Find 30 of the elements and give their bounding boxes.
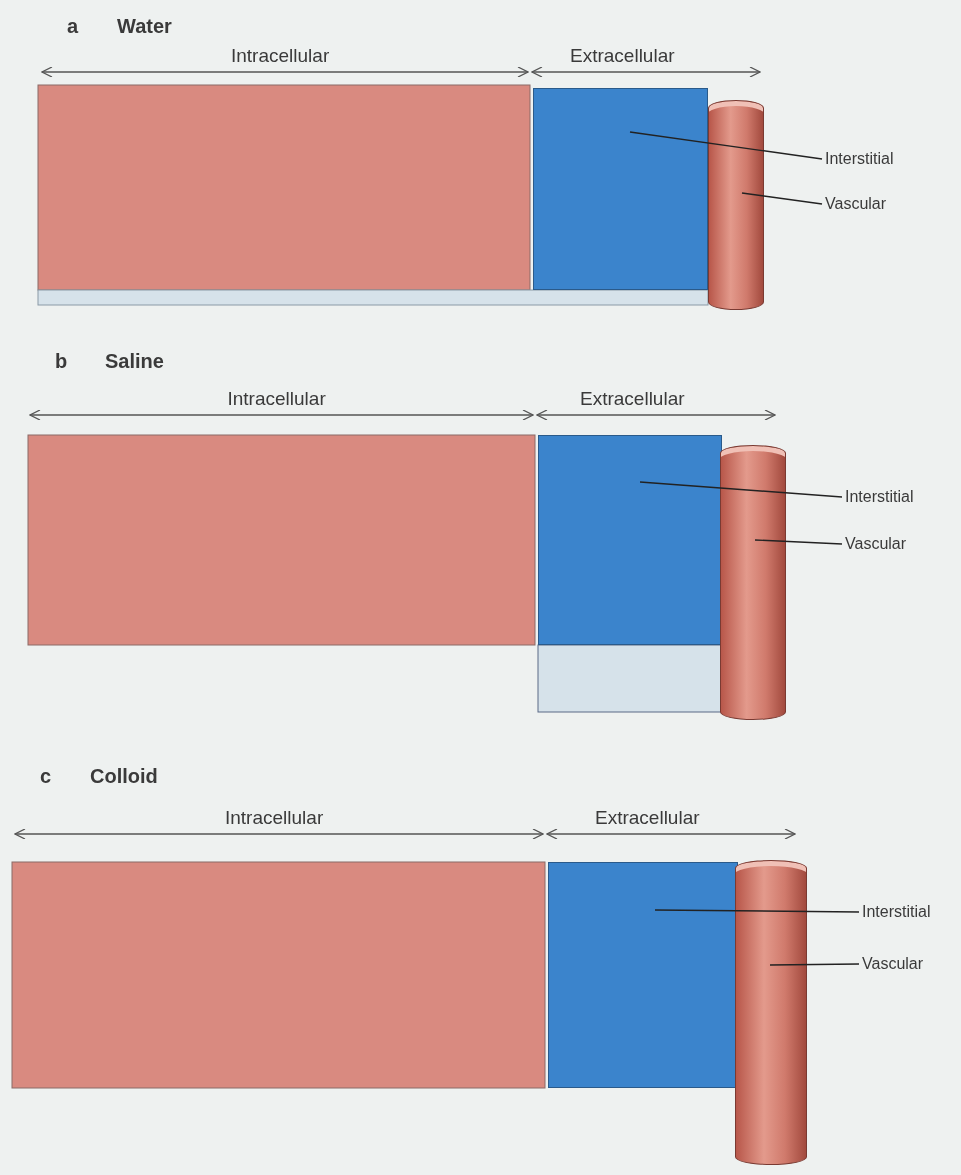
leader-line — [639, 481, 843, 498]
panel-letter: a — [67, 15, 79, 38]
panel-title: Colloid — [90, 765, 158, 788]
leader-line — [741, 192, 823, 205]
dimension-label: Intracellular — [227, 388, 326, 410]
dimension-label: Extracellular — [580, 388, 685, 410]
blood-vessel-drawing — [720, 445, 786, 720]
dimension-label: Extracellular — [570, 45, 675, 67]
interstitial-block — [533, 88, 708, 290]
callout-label: Vascular — [825, 195, 887, 213]
dimension-label: Intracellular — [225, 807, 324, 829]
panel-letter: b — [55, 350, 68, 373]
callout-label: Vascular — [862, 955, 924, 973]
leader-line — [769, 963, 860, 966]
callout-label: Interstitial — [825, 150, 894, 168]
panel-title: Water — [117, 15, 172, 38]
leader-line — [629, 131, 823, 160]
blood-vessel-drawing — [708, 100, 764, 310]
blood-vessel-drawing — [735, 860, 807, 1165]
leader-line — [654, 909, 860, 913]
interstitial-block — [538, 435, 722, 645]
panel-title: Saline — [105, 350, 164, 373]
leader-line — [754, 539, 843, 545]
dimension-label: Extracellular — [595, 807, 700, 829]
callout-label: Interstitial — [845, 488, 914, 506]
dimension-label: Intracellular — [231, 45, 330, 67]
panel-letter: c — [40, 765, 52, 788]
callout-label: Interstitial — [862, 903, 931, 921]
callout-label: Vascular — [845, 535, 907, 553]
interstitial-block — [548, 862, 738, 1088]
